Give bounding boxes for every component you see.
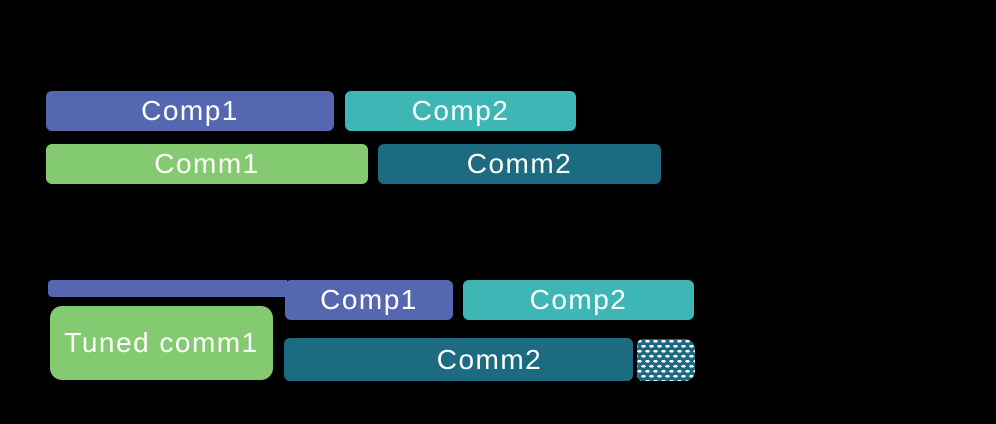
- tuned-comm2-bar: Comm2: [284, 338, 695, 381]
- baseline-comm1-bar: Comm1: [46, 144, 368, 184]
- tuned-comm1-bar: Tuned comm1: [50, 306, 273, 380]
- baseline-comp1-bar: Comp1: [46, 91, 334, 131]
- tuned-comp1-stretched-segment: [48, 280, 287, 297]
- baseline-comp2-bar: Comp2: [345, 91, 576, 131]
- baseline-comm2-bar: Comm2: [378, 144, 661, 184]
- tuned-comp2-bar: Comp2: [463, 280, 694, 320]
- tuned-comm2-dotted-segment: [637, 339, 695, 381]
- tuned-comp1-bar: Comp1: [285, 280, 453, 320]
- tuned-comm2-label: Comm2: [436, 343, 543, 375]
- tuned-comm2-solid-segment: [284, 338, 633, 381]
